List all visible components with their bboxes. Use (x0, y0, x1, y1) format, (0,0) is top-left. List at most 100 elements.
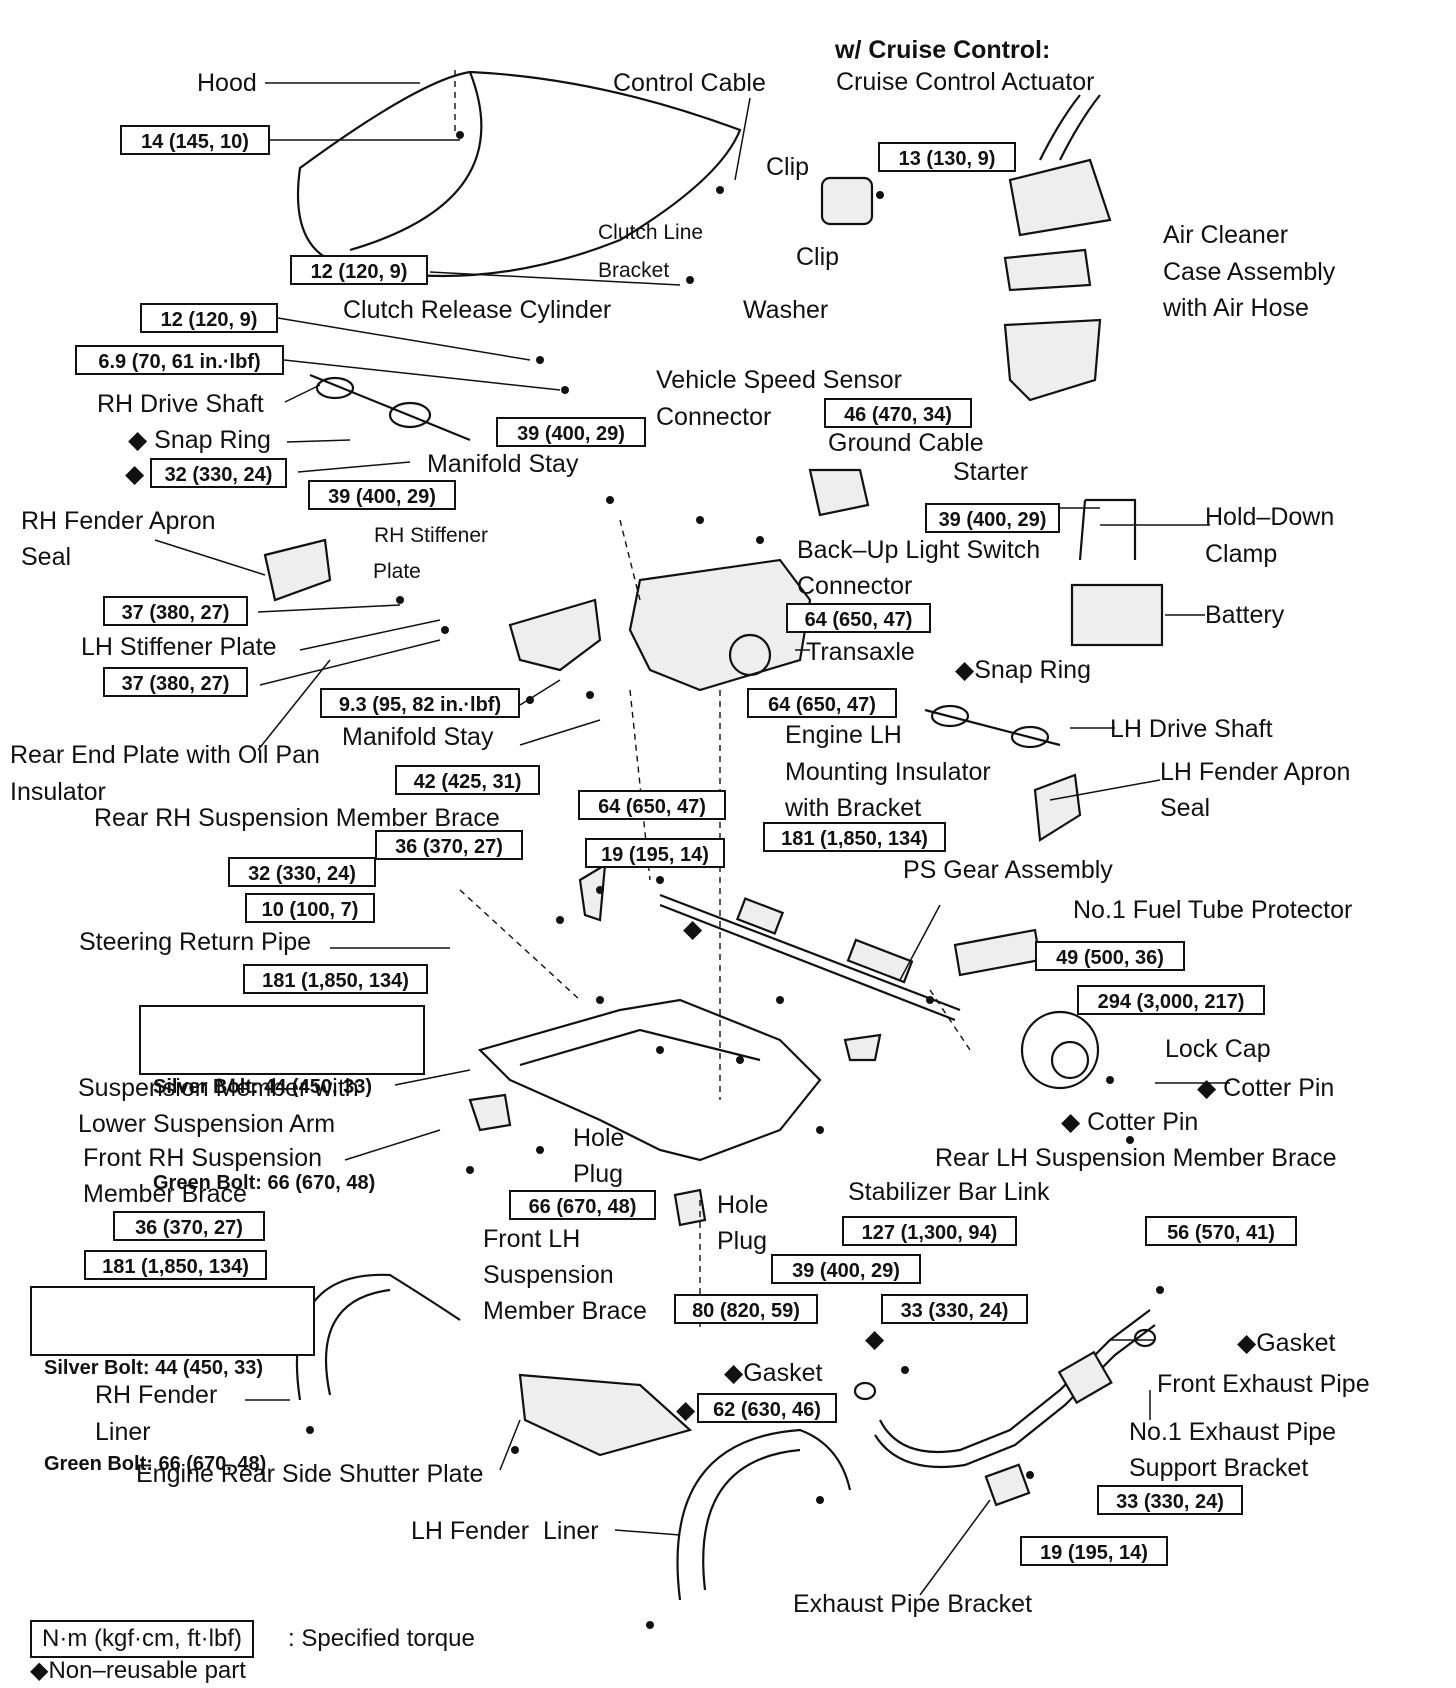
green-bolt-spec: Green Bolt: 66 (670, 48) (44, 1453, 267, 1475)
gasket-label-2: ◆Gasket (724, 1359, 823, 1387)
torque-box: 37 (380, 27) (103, 667, 248, 697)
air-cleaner-label-2: Case Assembly (1163, 258, 1336, 286)
silver-bolt-spec: Silver Bolt: 44 (450, 33) (153, 1076, 372, 1098)
torque-box: 39 (400, 29) (496, 417, 646, 447)
torque-box: 181 (1,850, 134) (84, 1250, 267, 1280)
torque-box: 56 (570, 41) (1145, 1216, 1297, 1246)
battery-part (1070, 583, 1164, 647)
torque-box: 36 (370, 27) (375, 830, 523, 860)
torque-box: 33 (330, 24) (1097, 1485, 1243, 1515)
lock-cap-label: Lock Cap (1165, 1035, 1271, 1063)
legend-non-reusable: ◆Non–reusable part (30, 1657, 246, 1684)
rh-fender-apron-label-1: RH Fender Apron (21, 507, 216, 535)
connector-label-1: Connector (656, 403, 772, 431)
snap-ring-rh-label: ◆ Snap Ring (128, 426, 271, 454)
connector-label-2: Connector (797, 572, 913, 600)
bolt-spec-box-1: Silver Bolt: 44 (450, 33) Green Bolt: 66… (139, 1005, 425, 1194)
cotter-pin-label-1: ◆ Cotter Pin (1197, 1074, 1335, 1102)
torque-box: 127 (1,300, 94) (842, 1216, 1017, 1246)
torque-box: 294 (3,000, 217) (1077, 985, 1265, 1015)
hold-down-clamp-part (1078, 498, 1137, 561)
hold-down-label-1: Hold–Down (1205, 503, 1335, 531)
cruise-actuator-part (820, 176, 874, 226)
fuel-tube-protector-label: No.1 Fuel Tube Protector (1073, 896, 1353, 924)
hole-plug-label-1a: Hole (573, 1124, 625, 1152)
rh-drive-shaft-part (309, 373, 471, 442)
torque-box: 39 (400, 29) (308, 480, 456, 510)
knuckle-part (1020, 1010, 1100, 1090)
washer-label: Washer (743, 296, 829, 324)
air-cleaner-part (1003, 94, 1112, 402)
ground-cable-label: Ground Cable (828, 429, 984, 457)
front-exhaust-pipe-label: Front Exhaust Pipe (1157, 1370, 1370, 1398)
air-cleaner-label-1: Air Cleaner (1163, 221, 1289, 249)
front-exhaust-part (879, 1309, 1151, 1454)
clutch-release-cylinder-label: Clutch Release Cylinder (343, 296, 612, 324)
torque-box: 12 (120, 9) (140, 303, 278, 333)
battery-label: Battery (1205, 601, 1285, 629)
torque-box: 9.3 (95, 82 in.·lbf) (320, 688, 520, 718)
cruise-actuator-label: Cruise Control Actuator (836, 68, 1095, 96)
torque-box: 39 (400, 29) (771, 1254, 921, 1284)
torque-box: 80 (820, 59) (674, 1294, 818, 1324)
lh-fender-liner-part (676, 1428, 852, 1601)
suspension-member-part (477, 998, 822, 1162)
bracket-label: Bracket (598, 259, 670, 282)
hole-plug-label-2a: Hole (717, 1191, 769, 1219)
back-up-light-label: Back–Up Light Switch (797, 536, 1041, 564)
air-cleaner-label-3: with Air Hose (1163, 294, 1309, 322)
rh-fender-liner-label-1: RH Fender (95, 1381, 218, 1409)
torque-box: 181 (1,850, 134) (763, 822, 946, 852)
clip-label-1: Clip (766, 153, 810, 181)
vehicle-speed-sensor-label: Vehicle Speed Sensor (656, 366, 903, 394)
transaxle-label: Transaxle (806, 638, 915, 666)
front-lh-brace-label-3: Member Brace (483, 1297, 647, 1325)
torque-box: 36 (370, 27) (113, 1211, 265, 1241)
front-rh-brace-label-1: Front RH Suspension (83, 1144, 323, 1172)
starter-label: Starter (953, 458, 1029, 486)
rh-fender-apron-label-2: Seal (21, 543, 72, 571)
torque-box: 32 (330, 24) (228, 857, 376, 887)
lh-drive-shaft-label: LH Drive Shaft (1110, 715, 1273, 743)
torque-box: 19 (195, 14) (585, 838, 725, 868)
engine-lh-label-1: Engine LH (785, 721, 902, 749)
suspension-member-label-1: Suspension Member with (78, 1074, 359, 1102)
exhaust-pipe-bracket-label: Exhaust Pipe Bracket (793, 1590, 1033, 1618)
hole-plug-label-2b: Plug (717, 1227, 768, 1255)
green-bolt-spec: Green Bolt: 66 (670, 48) (153, 1172, 376, 1194)
legend-unit-box: N·m (kgf·cm, ft·lbf) (30, 1620, 254, 1658)
rh-fender-liner-part (295, 1273, 461, 1401)
lh-fender-apron-label-2: Seal (1160, 794, 1211, 822)
torque-box: 12 (120, 9) (290, 255, 428, 285)
torque-box: 46 (470, 34) (824, 398, 972, 428)
rh-fender-liner-label-2: Liner (95, 1418, 151, 1446)
legend-specified-torque: : Specified torque (288, 1625, 475, 1652)
lh-fender-apron-part (1033, 773, 1082, 842)
torque-box: 33 (330, 24) (881, 1294, 1028, 1324)
hold-down-label-2: Clamp (1205, 540, 1278, 568)
torque-box: 19 (195, 14) (1020, 1536, 1168, 1566)
manifold-stay-upper-label: Manifold Stay (427, 450, 579, 478)
rh-drive-shaft-label: RH Drive Shaft (97, 390, 264, 418)
engine-lh-label-2: Mounting Insulator (785, 758, 991, 786)
torque-box: 181 (1,850, 134) (243, 964, 428, 994)
hole-plug-label-1b: Plug (573, 1160, 624, 1188)
shutter-plate-part (518, 1373, 693, 1457)
bolt-spec-box-2: Silver Bolt: 44 (450, 33) Green Bolt: 66… (30, 1286, 315, 1475)
front-rh-brace-label-2: Member Brace (83, 1180, 247, 1208)
silver-bolt-spec: Silver Bolt: 44 (450, 33) (44, 1357, 263, 1379)
lh-fender-liner-label: LH Fender Liner (411, 1517, 599, 1545)
torque-box: 62 (630, 46) (697, 1393, 837, 1423)
exhaust-bracket-part (984, 1463, 1031, 1507)
rear-end-plate-label-2: Insulator (10, 778, 106, 806)
lh-drive-shaft-part (924, 708, 1061, 747)
cotter-pin-label-2: ◆ Cotter Pin (1061, 1108, 1199, 1136)
torque-box: 39 (400, 29) (925, 503, 1060, 533)
suspension-member-label-2: Lower Suspension Arm (78, 1110, 336, 1138)
gasket-label-1: ◆Gasket (1237, 1329, 1336, 1357)
torque-box: 64 (650, 47) (747, 688, 897, 718)
torque-box: 14 (145, 10) (120, 125, 270, 155)
torque-box: 66 (670, 48) (509, 1190, 656, 1220)
rh-stiffener-label: RH Stiffener (374, 524, 488, 547)
